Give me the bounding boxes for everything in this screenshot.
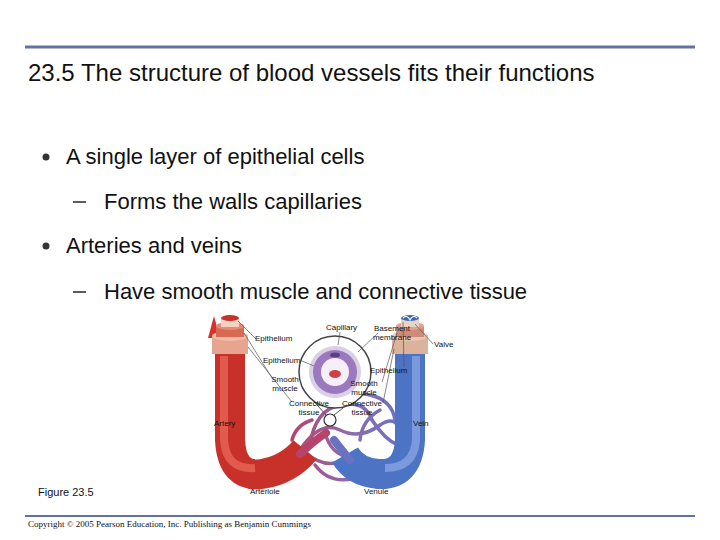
- copyright-note: Copyright © 2005 Pearson Education, Inc.…: [28, 519, 311, 529]
- zoom-marker: [324, 414, 336, 426]
- capillary-lumen: [321, 358, 349, 386]
- bottom-rule: [25, 515, 695, 517]
- vein-lumen: [401, 315, 419, 321]
- bullet-dash: [73, 201, 86, 203]
- part-label: Connective tissue: [288, 399, 330, 417]
- artery-lumen: [221, 315, 239, 321]
- leader-lines: [238, 321, 433, 403]
- bullet-text: A single layer of epithelial cells: [66, 144, 364, 169]
- part-label: Valve: [434, 340, 453, 349]
- part-label: Artery: [214, 419, 235, 428]
- part-label: Epithelium: [263, 356, 300, 365]
- part-label: Epithelium: [370, 366, 407, 375]
- subbullet-text: Forms the walls capillaries: [104, 189, 362, 214]
- part-label: Capillary: [326, 323, 357, 332]
- arteriole-tube: [300, 433, 326, 454]
- subbullet-text: Have smooth muscle and connective tissue: [104, 279, 527, 304]
- part-label: Smooth muscle: [268, 375, 302, 393]
- part-label: Vein: [413, 419, 429, 428]
- part-label: Venule: [364, 487, 388, 496]
- part-label: Arteriole: [250, 487, 280, 496]
- bullet-dot: [43, 243, 50, 250]
- figure-caption: Figure 23.5: [38, 486, 94, 499]
- venule-tube: [334, 440, 350, 460]
- artery-highlight: [224, 356, 255, 468]
- bullet-dot: [43, 154, 50, 161]
- bullet-dash: [73, 291, 86, 293]
- bullet-text: Arteries and veins: [66, 233, 242, 258]
- part-label: Epithelium: [255, 334, 292, 343]
- slide-title: 23.5 The structure of blood vessels fits…: [28, 58, 608, 88]
- valve-flaps: [403, 316, 417, 320]
- red-blood-cell: [329, 370, 341, 378]
- cell-nucleus: [330, 353, 340, 358]
- zoom-circle: [299, 336, 371, 408]
- part-label: Connective tissue: [341, 399, 383, 417]
- part-label: Smooth muscle: [346, 379, 382, 397]
- top-rule: [25, 46, 695, 49]
- part-label: Basement membrane: [370, 324, 414, 342]
